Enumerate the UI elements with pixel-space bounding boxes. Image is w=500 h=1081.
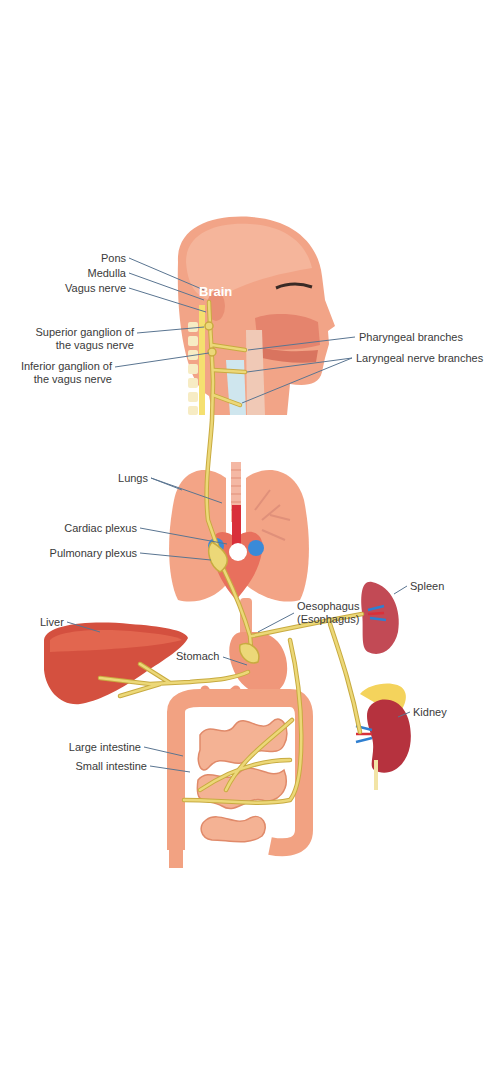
vagus-nerve-part-part: [330, 624, 360, 732]
vagus-nerve-part-part: [212, 345, 245, 405]
head: [178, 217, 335, 415]
vagus-nerve-part-part: [100, 664, 248, 696]
leader-lines-part: [151, 478, 222, 503]
part-label: Medulla: [87, 267, 126, 280]
head-part: [226, 360, 246, 415]
leader-lines-part: [398, 712, 410, 717]
spleen-part: [368, 606, 386, 620]
liver-part: [50, 630, 182, 652]
heart-part: [232, 505, 241, 545]
leader-lines-part: [140, 553, 211, 560]
head-part: [258, 346, 318, 363]
lungs-part-part: [231, 502, 241, 503]
spleen: [361, 582, 399, 654]
part-label: Spleen: [410, 580, 444, 593]
lungs-part: [255, 490, 290, 540]
part-label: Vagus nerve: [65, 282, 126, 295]
vagus-nerve-part-part: [212, 345, 245, 405]
spine-part: [188, 364, 198, 374]
vagus-nerve-part: [100, 302, 362, 803]
vagus-nerve-part: [208, 348, 216, 356]
spine-part: [188, 392, 198, 402]
liver: [44, 623, 188, 705]
part-label: Oesophagus (Esophagus): [297, 600, 365, 626]
leader-lines-part: [258, 613, 294, 632]
vagus-nerve-part-part: [184, 640, 301, 803]
spleen-part: [368, 613, 384, 614]
leader-lines-part: [115, 353, 209, 367]
leader-lines-part: [248, 337, 355, 350]
leader-lines-part: [150, 766, 190, 772]
heart-part: [229, 543, 247, 561]
spine-part: [188, 406, 198, 415]
vagus-nerve-part-part: [330, 624, 360, 732]
lungs-part-part: [231, 470, 241, 471]
leader-lines-part: [144, 747, 183, 756]
spine-part: [188, 322, 198, 332]
vagus-nerve: [100, 302, 362, 803]
leader-lines-part: [129, 288, 206, 312]
part-label: Superior ganglion of the vagus nerve: [26, 326, 134, 352]
leader-lines-part: [247, 358, 352, 372]
head-part: [255, 314, 320, 350]
spine-part: [199, 305, 205, 415]
vagus-nerve-part-part: [207, 302, 222, 560]
spine-part: [188, 336, 198, 346]
intestines-part: [201, 817, 265, 842]
part-label: Laryngeal nerve branches: [356, 352, 483, 365]
kidney: [356, 684, 411, 790]
heart-part: [248, 540, 264, 556]
leader-lines-part: [242, 358, 352, 403]
leader-lines-part: [137, 327, 204, 333]
head-part: [178, 217, 335, 415]
kidney-part: [374, 760, 378, 790]
vagus-nerve-part-part: [207, 302, 222, 560]
intestines-part: [176, 698, 304, 850]
liver-part: [44, 623, 188, 705]
vagus-nerve-part-part: [184, 640, 301, 803]
vagus-nerve-part: [209, 542, 259, 663]
part-label: Inferior ganglion of the vagus nerve: [4, 360, 112, 386]
spine: [188, 305, 205, 415]
part-label: Cardiac plexus: [64, 522, 137, 535]
leader-lines-part: [129, 273, 204, 300]
lungs: [169, 462, 309, 602]
part-label: Small intestine: [75, 760, 147, 773]
region-label: Brain: [199, 284, 232, 299]
lungs-part-part: [231, 494, 241, 495]
stomach-part: [229, 632, 287, 694]
part-label: Pulmonary plexus: [50, 547, 137, 560]
leader-lines-part: [67, 622, 100, 632]
intestines-part: [169, 840, 183, 868]
spine-part: [188, 378, 198, 388]
leader-lines-part: [129, 258, 204, 290]
vagus-nerve-part-part: [100, 664, 248, 696]
leader-lines-part: [140, 528, 227, 544]
part-label: Liver: [40, 616, 64, 629]
part-label: Pons: [101, 252, 126, 265]
leader-lines-part: [223, 657, 247, 665]
vagus-nerve-part: [205, 322, 213, 330]
lungs-part-part: [231, 478, 241, 479]
head-part: [246, 330, 265, 415]
head-part: [186, 224, 312, 300]
part-label: Stomach: [176, 650, 219, 663]
vagus-nerve-part: [100, 302, 362, 803]
head-part: [276, 284, 312, 288]
lungs-part-part: [231, 486, 241, 487]
part-label: Lungs: [118, 472, 148, 485]
part-label: Pharyngeal branches: [359, 331, 463, 344]
part-label: Kidney: [413, 706, 447, 719]
lungs-part: [231, 470, 241, 510]
part-label: Large intestine: [69, 741, 141, 754]
leader-lines-part: [394, 586, 407, 594]
spleen-part: [361, 582, 399, 654]
kidney-part: [367, 700, 411, 773]
